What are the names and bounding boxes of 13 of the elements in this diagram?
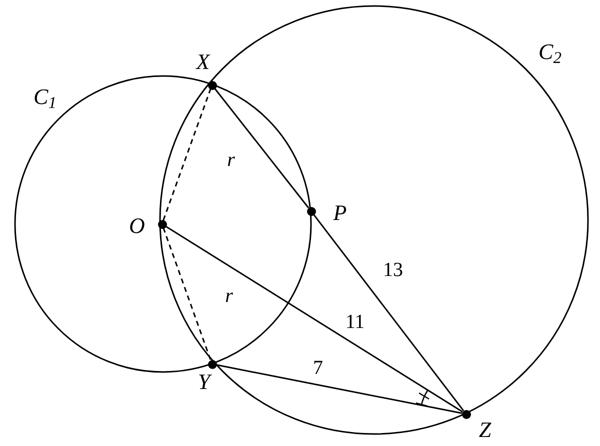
point-label: Y	[198, 371, 210, 393]
line-segment	[216, 364, 462, 414]
point-label: X	[196, 51, 210, 73]
circle-label: C$_{2}$	[538, 41, 562, 63]
dashed-segment	[162, 88, 212, 220]
line-segment	[312, 214, 464, 412]
point-label: P	[333, 202, 347, 224]
line-segment	[214, 88, 310, 208]
circle-label: C$_{1}$	[34, 86, 56, 108]
dashed-segment	[162, 228, 212, 360]
point-label: O	[129, 215, 145, 237]
point-label: Z	[478, 419, 492, 441]
line-segment	[165, 225, 463, 413]
